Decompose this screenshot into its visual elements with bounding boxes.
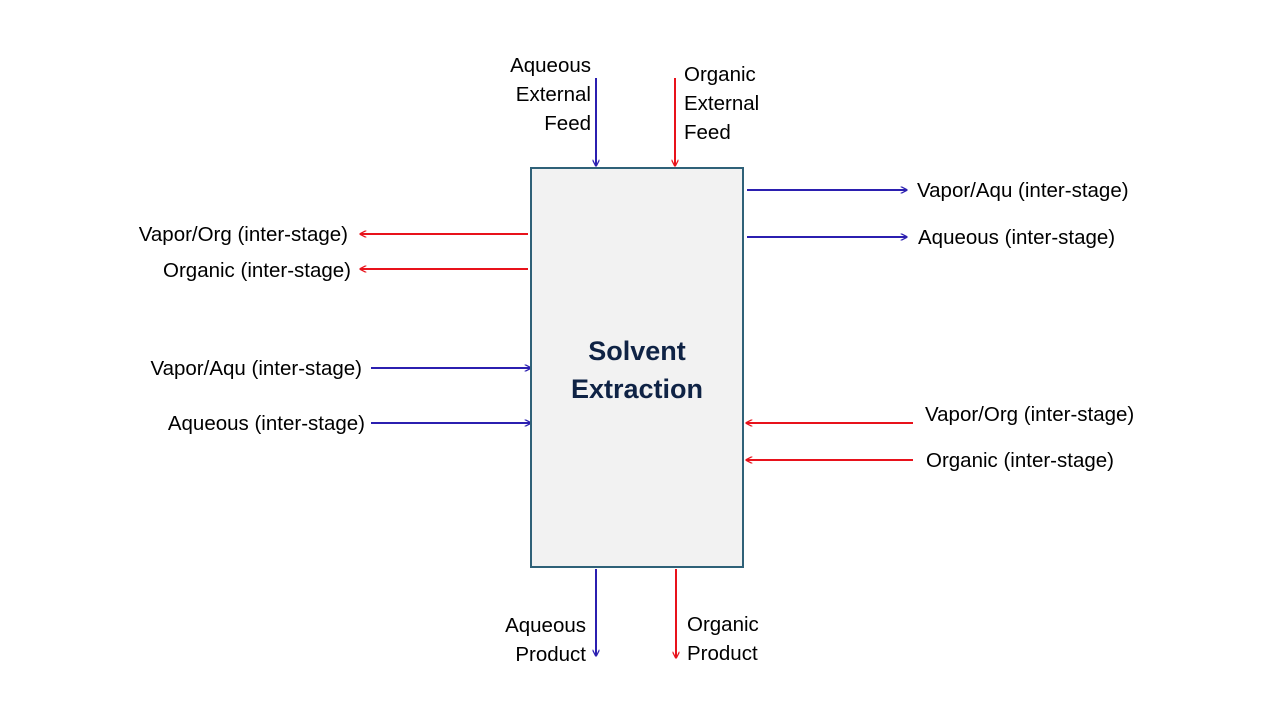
- left-in-aqueous-label: Aqueous (inter-stage): [167, 412, 365, 435]
- block-title-line1: Solvent: [588, 336, 686, 366]
- block-title-line2: Extraction: [570, 374, 704, 404]
- left-in-vapor-aqu-label: Vapor/Aqu (inter-stage): [150, 357, 362, 380]
- left-out-vapor-org-label: Vapor/Org (inter-stage): [138, 223, 348, 246]
- organic-feed-label: Organic External Feed: [684, 63, 760, 144]
- organic-product-label: Organic Product: [687, 613, 759, 665]
- right-in-organic-label: Organic (inter-stage): [926, 449, 1114, 472]
- aqueous-product-label: Aqueous Product: [505, 614, 586, 666]
- block-title: Solvent Extraction: [530, 332, 744, 408]
- right-in-vapor-org-label: Vapor/Org (inter-stage): [925, 403, 1135, 426]
- right-out-aqueous-label: Aqueous (inter-stage): [918, 226, 1116, 249]
- aqueous-feed-label: Aqueous External Feed: [510, 54, 591, 135]
- left-out-organic-label: Organic (inter-stage): [163, 259, 351, 282]
- right-out-vapor-aqu-label: Vapor/Aqu (inter-stage): [917, 179, 1129, 202]
- solvent-extraction-block: [530, 167, 744, 568]
